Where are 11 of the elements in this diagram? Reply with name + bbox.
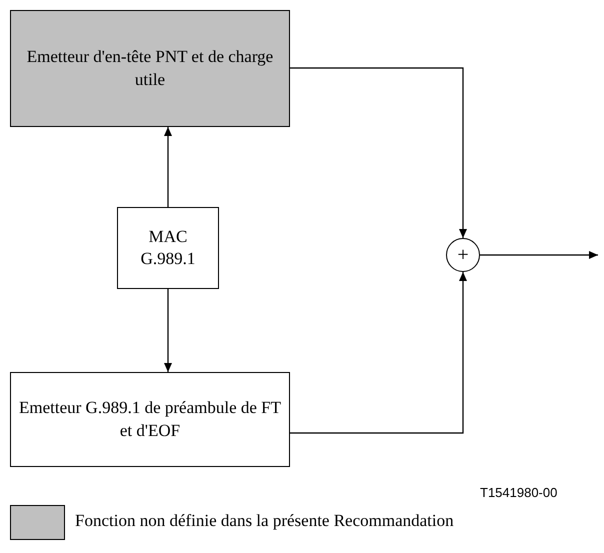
figure-number: T1541980-00 <box>480 485 558 500</box>
process-box: Emetteur G.989.1 de préambule de FT et d'EOF <box>10 372 290 467</box>
arrow <box>290 67 467 238</box>
legend-text: Fonction non définie dans la présente Recommandation <box>75 511 454 531</box>
process-box: Emetteur d'en-tête PNT et de charge utile <box>10 10 290 127</box>
process-box: MAC G.989.1 <box>117 207 219 289</box>
arrow <box>290 272 467 434</box>
summing-circle: + <box>446 238 480 272</box>
arrow <box>480 251 598 259</box>
arrow <box>164 289 172 372</box>
arrow <box>164 127 172 207</box>
